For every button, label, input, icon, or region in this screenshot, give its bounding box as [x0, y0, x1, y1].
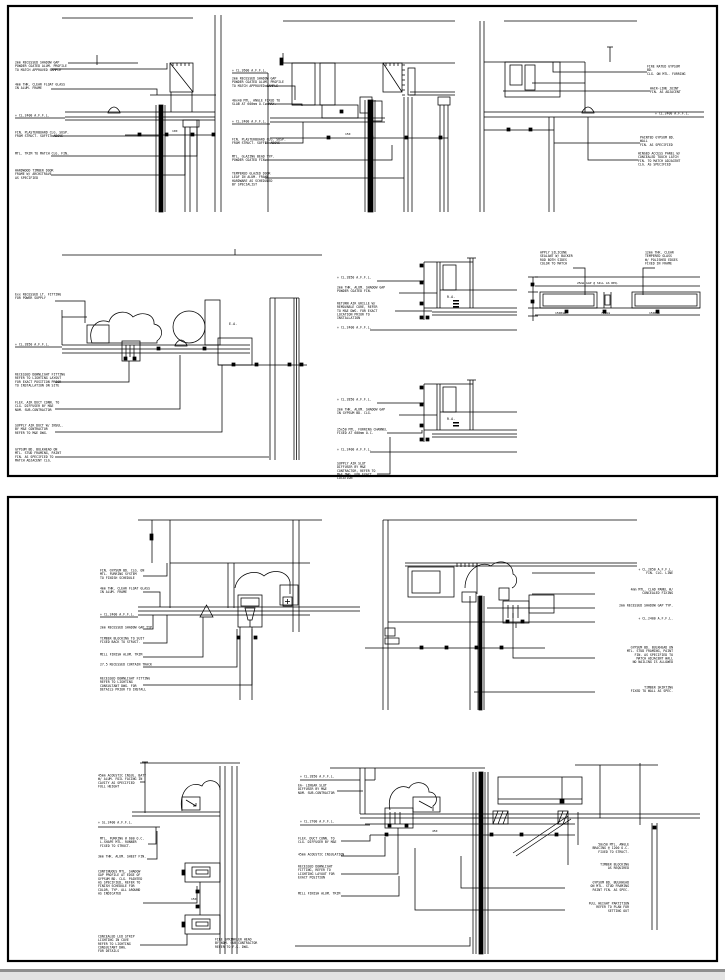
annotation-d5-l3: RETURN AIR GRILLE W/ REMOVABLE CORE, REF… — [337, 301, 378, 321]
detail-8 — [100, 519, 360, 700]
annotation-d2-l4: + CL.2400 A.F.F.L. — [232, 119, 267, 124]
dim-text: 450 — [432, 829, 438, 833]
annotation-d3-r5: HINGED ACCESS PANEL W/ CONCEALED TOUCH L… — [638, 151, 681, 167]
detail-4: E.A. — [15, 249, 322, 460]
annotation-d11-l7: MILL FINISH ALUM. TRIM — [298, 891, 341, 896]
annotation-d1-l5: MTL. TRIM TO MATCH CLG. FIN. — [15, 151, 69, 156]
gap-note-text: 25mm GAP @ SILL AS REQ. — [577, 281, 619, 285]
annotation-d8-l3: + CL.2400 A.F.F.L. — [100, 612, 135, 617]
annotation-d2-l7: TEMPERED GLAZED DOOR LEAF IN ALUM. FRAME… — [232, 171, 273, 187]
detail-11: 450 — [295, 763, 700, 955]
detail-3 — [479, 20, 704, 212]
detail-9 — [365, 519, 637, 711]
dim-text: 150 — [191, 897, 197, 901]
detail-10: 150 — [98, 761, 240, 954]
annotation-d4-l5: SUPPLY AIR DUCT W/ INSUL. BY M&E CONTRAC… — [15, 423, 64, 435]
annotation-d2-l6: MTL. GLAZING BEAD TYP. POWDER COATED FIN… — [232, 154, 275, 163]
annotation-d8-l4: 2mm RECESSED SHADOW GAP TYP. — [100, 625, 154, 630]
return-air-text: R.A. — [447, 417, 455, 421]
dim-text: 700mm — [601, 311, 610, 315]
annotation-d8-l2: 4mm THK. CLEAR FLOAT GLASS IN ALUM. FRAM… — [100, 586, 151, 595]
annotation-d2-l1: + CL.2600 A.F.F.L. — [232, 68, 267, 73]
dim-text: 100 — [172, 129, 178, 133]
exhaust-air-text: E.A. — [229, 322, 237, 326]
annotation-d11-r1: 50x50 MTL. ANGLE BRACING @ 1200 O.C. FIX… — [592, 842, 629, 854]
annotation-d3-r2: HAIR-LINE JOINT FIN. AS ADJACENT — [650, 86, 681, 95]
return-air-text: R.A. — [447, 295, 455, 299]
annotation-d11-l2: EA- LINEAR SLOT DIFFUSER BY M&E NOM. SUB… — [298, 783, 335, 795]
annotation-d5-l1: + CL.2850 A.F.F.L. — [337, 275, 372, 280]
annotation-d9-r1: + CL.2850 A.F.F.L. FIN. CLG. LINE — [638, 567, 673, 576]
detail-7: 25mm GAP @ SILL AS REQ. 1500mm 700mm 150… — [528, 267, 701, 321]
sheet-2-border — [6, 495, 719, 963]
detail-1: 100 — [15, 15, 222, 213]
annotation-d5-l4: + CL.2400 A.F.F.L. — [337, 325, 372, 330]
annotation-d1-l4: FIN. PLASTERBOARD CLG. SUSP. FROM STRUCT… — [15, 130, 69, 139]
dim-text: 1500mm — [555, 311, 566, 315]
annotation-d10-l4: 3mm THK. ALUM. SHEET FIN. — [98, 854, 147, 859]
annotation-d9-r2: 4mm MTL. CLAD PANEL W/ CONCEALED FIXING — [630, 587, 673, 596]
annotation-d10-l6: CONCEALED LED STRIP LIGHTING IN COVE REF… — [98, 934, 135, 954]
annotation-d9-r4: + CL.2400 A.F.F.L. — [638, 616, 673, 621]
annotation-d10-l5: CONTINUOUS MTL. SHADOW GAP PROFILE AT ED… — [98, 869, 143, 896]
annotation-d11-r2: TIMBER BLOCKING AS REQUIRED — [600, 862, 629, 871]
page-edge-margin — [0, 972, 725, 980]
annotation-d11-l1: + CL.2850 A.F.F.L. — [300, 774, 335, 779]
annotation-d6-l2: 2mm THK. ALUM. SHADOW GAP IN GYPSUM BD. … — [337, 407, 386, 416]
annotation-d7-t2: 12mm THK. CLEAR TEMPERED GLASS W/ POLISH… — [645, 250, 678, 266]
detail-5: R.A. — [370, 257, 517, 331]
annotation-d4-l4: FLEX. AIR DUCT CONN. TO CLG. DIFFUSER BY… — [15, 400, 60, 412]
annotation-d9-r5: GYPSUM BD. BULKHEAD ON MTL. STUD FRAMING… — [626, 645, 673, 665]
annotation-d11-l5: 45mm ACOUSTIC INSULATION — [298, 852, 345, 857]
annotation-d4-l3: RECESSED DOWNLIGHT FITTING REFER TO LIGH… — [15, 372, 66, 388]
annotation-d1-l3: + CL.2400 A.F.F.L. — [15, 113, 50, 118]
annotation-d1-l1: 2mm RECESSED SHADOW GAP POWDER COATED AL… — [15, 60, 67, 72]
annotation-d6-l1: + CL.2850 A.F.F.L. — [337, 397, 372, 402]
annotation-d3-r1: FIRE RATED GYPSUM BD. CLG. ON MTL. FURRI… — [647, 64, 686, 76]
annotation-d7-t1: APPLY SILICONE SEALANT W/ BACKER ROD BOT… — [540, 250, 573, 266]
annotation-d10-l1: 45mm ACOUSTIC INSUL. BATT W/ ALUM. FOIL … — [98, 773, 147, 789]
annotation-d2-l5: FIN. PLASTERBOARD CLG. SUSP. FROM STRUCT… — [232, 137, 286, 146]
annotation-d3-r3: + CL.2400 A.F.F.L. — [655, 111, 690, 116]
annotation-d3-r4: PAINTED GYPSUM BD. WALL FIN. AS SPECIFIE… — [640, 135, 675, 147]
annotation-d11-r4: FULL HEIGHT PARTITION REFER TO PLAN FOR … — [588, 901, 629, 913]
annotation-d9-r3: 2mm RECESSED SHADOW GAP TYP. — [619, 603, 673, 608]
annotation-d1-l2: 4mm THK. CLEAR FLOAT GLASS IN ALUM. FRAM… — [15, 82, 66, 91]
annotation-d6-l3: 25x50 MTL. FURRING CHANNEL FIXED AT 600m… — [337, 427, 388, 436]
detail-6: R.A. — [370, 379, 517, 475]
dim-text: 1500mm — [649, 311, 660, 315]
annotation-d1-l6: HARDWOOD TIMBER DOOR FRAME W/ ARCHITRAVE… — [15, 168, 54, 180]
annotation-d11-l3: + CL.2700 A.F.F.L. — [300, 819, 335, 824]
annotation-d8-l1: FIN. GYPSUM BD. CLG. ON MTL. FURRING SYS… — [100, 568, 145, 580]
annotation-d6-l4: + CL.2400 A.F.F.L. — [337, 447, 372, 452]
annotation-d9-r6: TIMBER SKIRTING FIXED TO WALL AS SPEC. — [630, 685, 673, 694]
annotation-d8-l6: MILL FINISH ALUM. TRIM — [100, 652, 143, 657]
annotation-d11-l4: FLEX. DUCT CONN. TO CLG. DIFFUSER BY M&E — [298, 836, 337, 845]
sheet-1-drawings: 100 — [15, 15, 704, 475]
annotation-d11-l6: RECESSED DOWNLIGHT FITTING, REFER TO LIG… — [298, 864, 335, 880]
sheet-1-border — [6, 4, 719, 478]
annotation-d8-l5: TIMBER BLOCKING TO SUIT FIXED BACK TO ST… — [100, 636, 145, 645]
annotation-d4-l2: + CL.2850 A.F.F.L. — [15, 342, 50, 347]
annotation-d8-l8: RECESSED DOWNLIGHT FITTING REFER TO LIGH… — [100, 676, 151, 692]
annotation-d2-l3: 40x40 MTL. ANGLE FIXED TO SLAB AT 600mm … — [232, 98, 281, 107]
dim-text: 150 — [345, 132, 351, 136]
annotation-d4-l1: Exx RECESSED LT. FITTING FOR POWER SUPPL… — [15, 292, 62, 301]
detail-2: 150 — [232, 20, 455, 213]
annotation-d2-l2: 2mm RECESSED SHADOW GAP POWDER COATED AL… — [232, 76, 284, 88]
sheet-2-drawings: 150 450 — [98, 519, 700, 955]
annotation-d5-l2: 2mm THK. ALUM. SHADOW GAP POWDER COATED … — [337, 285, 386, 294]
annotation-d6-l5: SUPPLY AIR SLOT DIFFUSER BY M&E CONTRACT… — [337, 461, 376, 481]
annotation-d4-l6: GYPSUM BD. BULKHEAD ON MTL. STUD FRAMING… — [15, 447, 62, 463]
page-edge-divider — [0, 969, 725, 972]
annotation-d11-r3: GYPSUM BD. BULKHEAD ON MTL. STUD FRAMING… — [590, 880, 629, 892]
annotation-d8-l7: 27.5 RECESSED CURTAIN TRACK — [100, 662, 152, 667]
annotation-d10-l2: + SL.2400 A.F.F.L. — [98, 820, 133, 825]
annotation-d10-l3: MTL. FURRING @ 600 O.C. L-SHAPE MTL. RUN… — [100, 836, 145, 848]
annotation-d11-bc: FIRE SPRINKLER HEAD BY NOM. SUB-CONTRACT… — [215, 937, 258, 949]
